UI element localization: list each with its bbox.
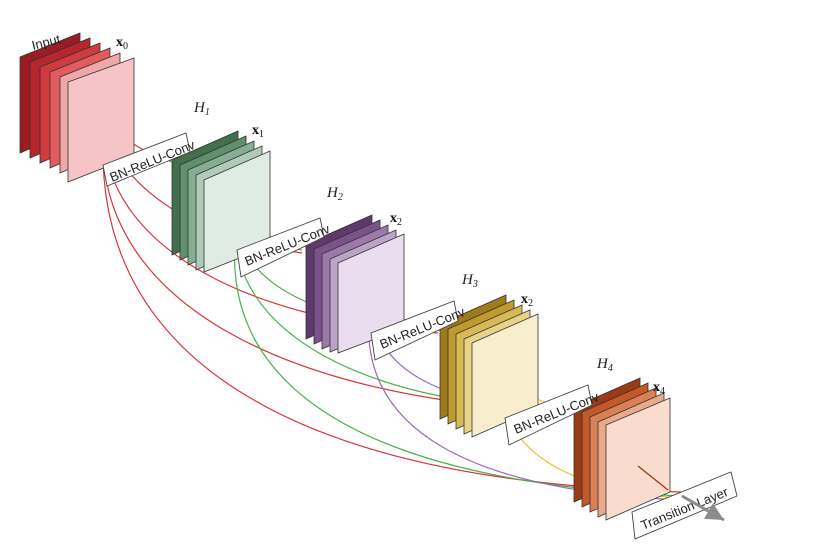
conv-box-1-frame — [102, 132, 191, 187]
transition-output-arrow — [681, 494, 725, 522]
feature-stack-x0 — [19, 32, 135, 183]
feature-map-front — [605, 397, 671, 521]
transition-layer-frame — [631, 471, 738, 540]
x0-label: x0 — [116, 35, 128, 52]
x3-label: x2 — [521, 292, 533, 309]
h4-label: H4 — [596, 356, 613, 374]
input-label: Input — [30, 31, 62, 53]
feature-stack-x3 — [439, 294, 539, 438]
x2-label: x2 — [390, 211, 402, 228]
feature-stack-x2 — [305, 214, 405, 354]
feature-stack-x4 — [573, 377, 671, 521]
conv-box-3-frame — [370, 300, 459, 361]
conv-box-4-frame — [504, 384, 593, 446]
conv-box-2-frame — [236, 217, 325, 278]
x1-label: x1 — [252, 123, 264, 140]
x4-label: x4 — [653, 380, 665, 397]
x4-output-stub — [637, 465, 669, 491]
h1-label: H1 — [193, 100, 210, 118]
feature-stack-x1 — [171, 130, 271, 273]
h3-label: H3 — [461, 272, 478, 290]
h2-label: H2 — [326, 185, 343, 203]
